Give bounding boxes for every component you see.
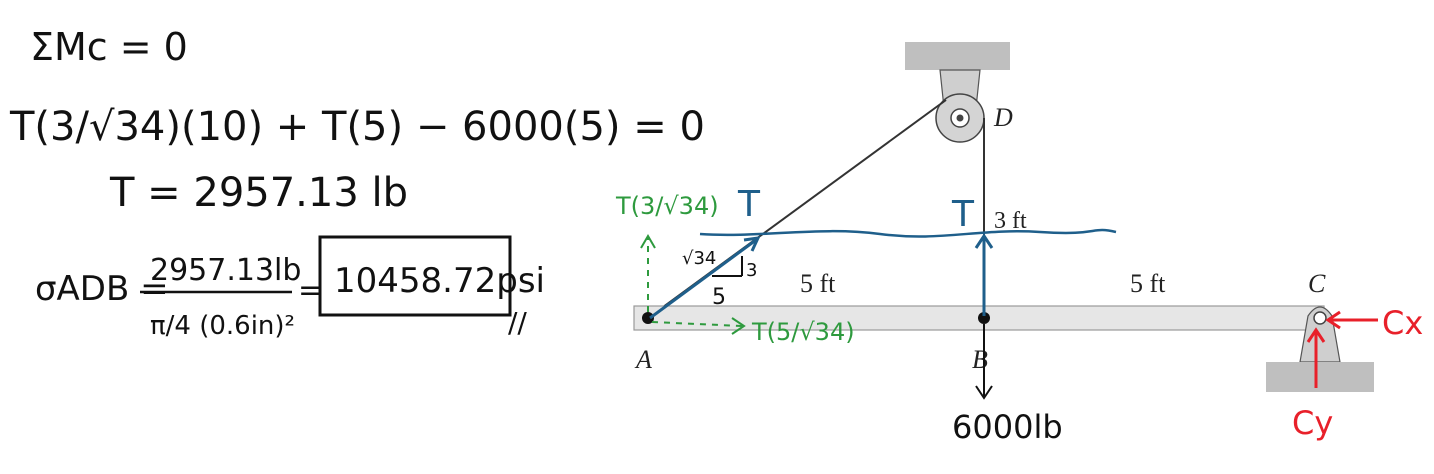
joint-A (642, 312, 654, 324)
done-mark: // (508, 306, 527, 339)
pulley-pin (956, 114, 964, 122)
label-B: B (972, 345, 988, 374)
dimension-AB: 5 ft (800, 269, 836, 298)
slope-rise: 3 (746, 260, 757, 281)
horizontal-component-label: T(5/√34) (751, 318, 855, 346)
equation-tension: T = 2957.13 lb (109, 170, 408, 216)
stress-denominator: π/4 (0.6in)² (150, 311, 295, 341)
label-C: C (1308, 269, 1326, 298)
tension-arrow-AD (649, 238, 757, 320)
slope-hypotenuse: √34 (682, 248, 716, 269)
moment-equation-text: T(3/√34)(10) + T(5) − 6000(5) = 0 (9, 104, 705, 150)
tension-result-text: T = 2957.13 lb (109, 170, 408, 216)
ground-support-C (1266, 362, 1374, 392)
load-label-B: 6000lb (952, 408, 1063, 446)
joint-B (978, 312, 990, 324)
pin-C (1313, 311, 1327, 325)
section-cut-line (699, 228, 1117, 238)
answer-box (318, 235, 512, 317)
reaction-x-arrowhead (1325, 310, 1341, 330)
load-arrowhead-B (975, 385, 993, 400)
equation-stress: σADB = 2957.13lb π/4 (0.6in)² = 10458.72… (35, 235, 545, 341)
dimension-BC: 5 ft (1130, 269, 1166, 298)
tension-label-left: T (737, 184, 761, 225)
tension-arrowhead-DB (974, 233, 994, 249)
stress-label: σADB = (35, 269, 169, 309)
tension-arrowhead-AD (743, 236, 761, 252)
ceiling-support (905, 42, 1010, 70)
reaction-x-label: Cx (1382, 304, 1423, 342)
equation-moment-sum: ΣMc = 0 (30, 25, 188, 69)
slope-run: 5 (712, 285, 726, 310)
reaction-y-arrowhead (1306, 327, 1326, 343)
tension-label-right: T (951, 194, 975, 235)
label-D: D (993, 103, 1013, 132)
dimension-height: 3 ft (994, 208, 1027, 234)
equation-moment: T(3/√34)(10) + T(5) − 6000(5) = 0 (9, 104, 705, 150)
moment-sum-text: ΣMc = 0 (30, 25, 188, 69)
label-A: A (634, 345, 652, 374)
stress-numerator: 2957.13lb (150, 253, 301, 288)
horizontal-component-arrowhead (731, 317, 746, 335)
reaction-y-label: Cy (1292, 404, 1333, 442)
horizontal-component-arrow (651, 321, 743, 327)
answer-text: 10458.72psi (334, 261, 545, 301)
vertical-component-label: T(3/√34) (615, 192, 719, 220)
vertical-component-arrowhead (640, 234, 656, 249)
